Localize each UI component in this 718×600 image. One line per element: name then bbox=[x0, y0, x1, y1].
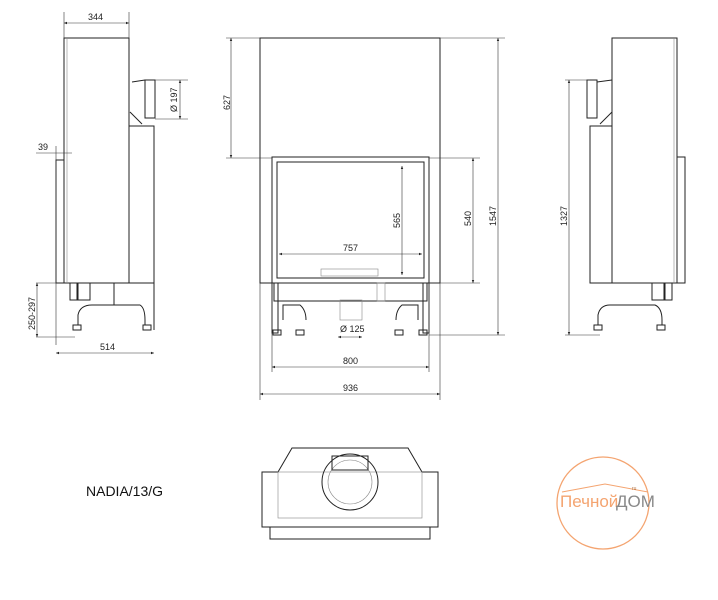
dim-door-height: 540 bbox=[463, 211, 473, 226]
dim-glass-height: 565 bbox=[392, 213, 402, 228]
logo: Печной ДОМ ru bbox=[556, 456, 655, 550]
dim-glass-width: 757 bbox=[343, 243, 358, 253]
logo-text-left: Печной bbox=[560, 492, 618, 511]
top-view bbox=[261, 447, 439, 540]
dim-air-inlet: Ø 125 bbox=[340, 324, 365, 334]
side-view-left: 344 Ø 197 39 250-297 514 bbox=[27, 12, 188, 355]
dim-leg-height: 250-297 bbox=[27, 297, 37, 330]
dim-body-width: 800 bbox=[343, 356, 358, 366]
dim-total-depth: 514 bbox=[100, 342, 115, 352]
dim-flue-diameter: Ø 197 bbox=[169, 87, 179, 112]
model-label: NADIA/13/G bbox=[86, 483, 164, 499]
dim-total-width: 936 bbox=[343, 383, 358, 393]
dim-frame-offset: 39 bbox=[38, 142, 48, 152]
dim-side-height: 1327 bbox=[559, 206, 569, 226]
dim-depth: 344 bbox=[88, 12, 103, 22]
dim-top-height: 627 bbox=[222, 95, 232, 110]
dim-total-height: 1547 bbox=[488, 206, 498, 226]
front-view: 627 565 757 540 1547 Ø 125 800 936 bbox=[222, 37, 505, 400]
side-view-right: 1327 bbox=[559, 37, 686, 336]
logo-suffix: ru bbox=[632, 486, 637, 492]
logo-text-right: ДОМ bbox=[616, 492, 655, 511]
